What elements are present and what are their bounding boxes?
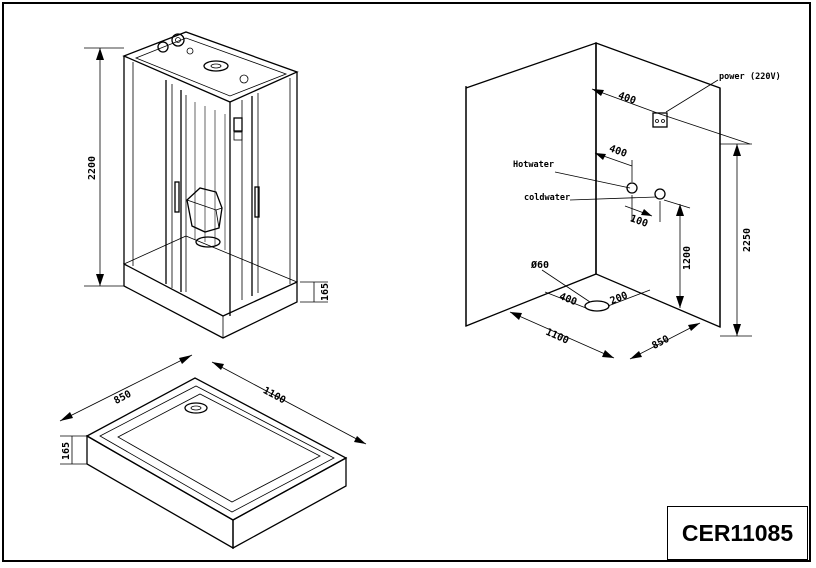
power-label: power <box>719 72 745 82</box>
tray-side-face <box>232 456 347 550</box>
wall-left <box>465 42 597 327</box>
drain-offset-b-label: 200 <box>609 290 630 307</box>
tray-height-label: 165 <box>61 442 72 460</box>
tray-front-face <box>86 434 234 550</box>
shower-tray-drawing: 850 1100 165 <box>59 354 367 550</box>
glass-panel-lines <box>194 102 226 250</box>
cabin-roof <box>122 31 299 103</box>
control-knob-icon <box>157 41 169 53</box>
hot-water-label: Hotwater <box>513 160 554 170</box>
power-offset-label: 400 <box>616 90 637 107</box>
sheet-border <box>2 2 811 562</box>
hot-water-outlet-icon <box>626 182 638 194</box>
door-handle-right <box>254 186 260 218</box>
cabin-base-height-label: 165 <box>320 283 331 301</box>
hot-water-offset-label: 400 <box>607 143 628 160</box>
floor-length-label: 1100 <box>544 327 570 347</box>
handheld-shower-icon <box>233 117 243 132</box>
installation-diagram: 1100 850 Ø60 400 200 power (220V) 400 Ho… <box>465 42 781 360</box>
model-number-box: CER11085 <box>667 506 808 560</box>
wall-height-label: 2250 <box>742 228 753 252</box>
power-socket-icon <box>652 112 668 128</box>
rain-shower-head <box>203 60 229 72</box>
tray-length-label: 1100 <box>261 385 287 406</box>
floor-width-label: 850 <box>650 334 671 352</box>
cold-water-outlet-icon <box>654 188 666 200</box>
water-height-label: 1200 <box>682 246 693 270</box>
door-handle-left <box>174 181 180 213</box>
shower-cabin-drawing: 2200 165 <box>84 31 331 339</box>
installation-drain <box>584 300 610 312</box>
drain-offset-a-label: 400 <box>558 291 579 308</box>
tray-width-label: 850 <box>112 389 133 407</box>
tray-drain <box>184 402 208 414</box>
drain-diameter-label: Ø60 <box>530 259 549 271</box>
power-spec-label: (220V) <box>750 72 781 82</box>
cabin-base <box>123 262 298 339</box>
cold-water-spacing-label: 100 <box>628 213 649 230</box>
shower-seat <box>186 187 223 233</box>
cabin-height-label: 2200 <box>87 156 98 180</box>
cabin-drain <box>195 236 221 248</box>
cold-water-label: coldwater <box>524 193 570 203</box>
model-number: CER11085 <box>681 519 794 546</box>
